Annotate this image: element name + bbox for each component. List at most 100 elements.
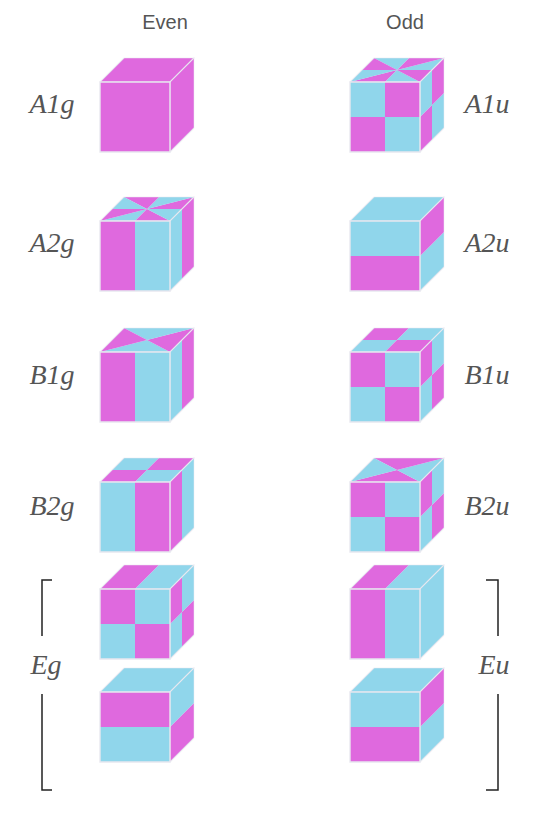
cube-face	[420, 58, 444, 152]
cube-face	[100, 482, 170, 552]
face-region	[350, 70, 397, 82]
face-region	[170, 470, 182, 552]
face-edge	[350, 482, 420, 552]
face-region	[385, 589, 420, 659]
right-bracket	[486, 694, 498, 790]
face-edge	[170, 58, 194, 152]
cube	[100, 458, 194, 552]
face-region	[100, 589, 135, 624]
face-region	[432, 458, 444, 505]
face-region	[432, 58, 444, 105]
face-region	[350, 692, 420, 727]
cube-face	[350, 482, 420, 552]
left-bracket	[42, 694, 52, 790]
face-region	[385, 387, 420, 422]
cube	[350, 458, 444, 552]
cube	[350, 328, 444, 422]
face-region	[350, 352, 385, 387]
face-edge	[420, 565, 444, 659]
face-region	[350, 517, 385, 552]
face-region	[420, 197, 444, 256]
face-edge	[420, 328, 444, 422]
face-region	[100, 692, 170, 727]
face-region	[385, 82, 420, 117]
face-region	[182, 565, 194, 612]
face-region	[182, 197, 194, 279]
cube-face	[420, 668, 444, 762]
face-region	[112, 197, 159, 209]
cube	[350, 58, 444, 152]
cube-face	[350, 352, 420, 422]
cube	[350, 565, 444, 659]
face-region	[100, 328, 159, 352]
cube-face	[420, 197, 444, 291]
face-edge	[420, 197, 444, 291]
irrep-label: B1u	[464, 359, 509, 391]
face-region	[135, 589, 170, 624]
cube-face	[100, 352, 170, 422]
face-region	[350, 482, 385, 517]
face-region	[100, 727, 170, 762]
irrep-label: A2g	[29, 227, 74, 259]
face-region	[182, 458, 194, 540]
face-region	[362, 58, 409, 70]
irrep-label: A1g	[29, 88, 74, 120]
cube-face	[420, 328, 444, 422]
cube-face	[350, 589, 420, 659]
face-region	[100, 209, 147, 221]
cube	[350, 668, 444, 762]
face-region	[170, 58, 194, 152]
cube-face	[170, 197, 194, 291]
face-region	[385, 117, 420, 152]
irrep-label: A1u	[464, 88, 509, 120]
irrep-label: A2u	[464, 227, 509, 259]
column-heading: Even	[142, 11, 188, 34]
cube	[100, 565, 194, 659]
face-region	[135, 624, 170, 659]
irrep-label: Eu	[478, 649, 509, 681]
face-region	[350, 727, 420, 762]
face-region	[100, 221, 135, 291]
cube-face	[420, 458, 444, 552]
right-bracket	[486, 580, 498, 636]
irrep-label: Eg	[30, 649, 61, 681]
face-region	[350, 589, 385, 659]
face-region	[350, 458, 409, 482]
face-edge	[100, 352, 170, 422]
face-region	[432, 328, 444, 375]
cube-face	[100, 82, 170, 152]
cube-face	[350, 692, 420, 762]
face-edge	[350, 221, 420, 291]
cube	[100, 668, 194, 762]
face-region	[182, 328, 194, 410]
face-edge	[350, 82, 420, 152]
cube-face	[350, 82, 420, 152]
face-edge	[420, 58, 444, 152]
face-edge	[170, 458, 194, 552]
face-region	[135, 221, 170, 291]
cube-face	[170, 565, 194, 659]
face-region	[350, 387, 385, 422]
face-region	[100, 482, 135, 552]
face-region	[135, 482, 170, 552]
cube-face	[170, 668, 194, 762]
face-region	[100, 352, 135, 422]
face-region	[420, 565, 444, 659]
face-region	[420, 70, 432, 117]
face-edge	[170, 668, 194, 762]
face-region	[112, 197, 159, 209]
face-edge	[170, 565, 194, 659]
face-region	[100, 624, 135, 659]
cube	[350, 197, 444, 291]
cube-face	[170, 458, 194, 552]
cube	[100, 328, 194, 422]
face-region	[385, 352, 420, 387]
cube-face	[170, 328, 194, 422]
face-edge	[100, 82, 170, 152]
face-region	[350, 256, 420, 291]
cube-face	[170, 58, 194, 152]
face-edge	[100, 221, 170, 291]
irrep-label: B2u	[464, 490, 509, 522]
face-region	[362, 58, 409, 70]
column-heading: Odd	[386, 11, 424, 34]
